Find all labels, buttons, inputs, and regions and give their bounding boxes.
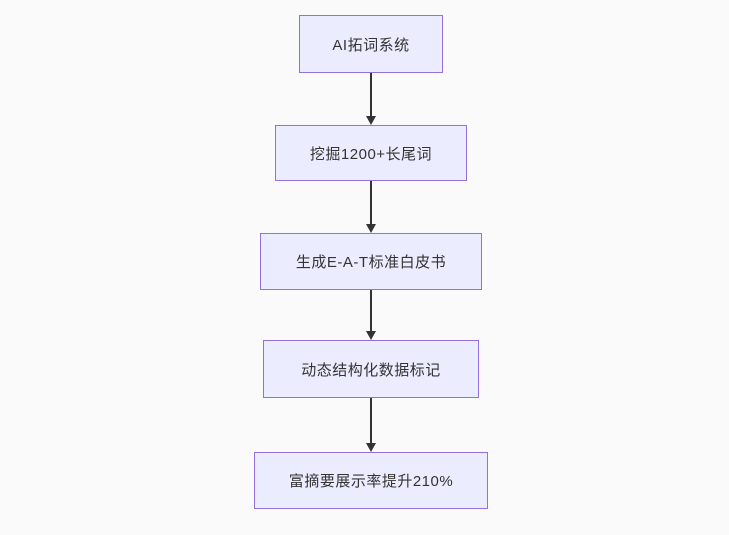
node-label: 生成E-A-T标准白皮书 (295, 254, 447, 271)
flowchart-node-rich-snippet-result: 富摘要展示率提升210% (254, 452, 488, 509)
node-label: 动态结构化数据标记 (301, 361, 441, 379)
arrow-line (370, 181, 372, 226)
flowchart-node-longtail-mining: 挖掘1200+长尾词 (275, 125, 467, 181)
arrowhead-icon (366, 224, 376, 233)
flowchart-node-ai-system: AI拓词系统 (299, 15, 443, 73)
node-label: 富摘要展示率提升210% (288, 473, 454, 490)
flow-arrow (365, 290, 377, 340)
arrow-line (370, 398, 372, 445)
arrow-line (370, 290, 372, 333)
flowchart-node-structured-data: 动态结构化数据标记 (263, 340, 479, 398)
node-label: AI拓词系统 (332, 36, 410, 54)
arrow-line (370, 73, 372, 118)
arrowhead-icon (366, 331, 376, 340)
node-label: 挖掘1200+长尾词 (309, 145, 433, 163)
flow-arrow (365, 73, 377, 125)
flow-arrow (365, 181, 377, 233)
flowchart-node-eat-whitepaper: 生成E-A-T标准白皮书 (260, 233, 482, 290)
arrowhead-icon (366, 116, 376, 125)
arrowhead-icon (366, 443, 376, 452)
flow-arrow (365, 398, 377, 452)
